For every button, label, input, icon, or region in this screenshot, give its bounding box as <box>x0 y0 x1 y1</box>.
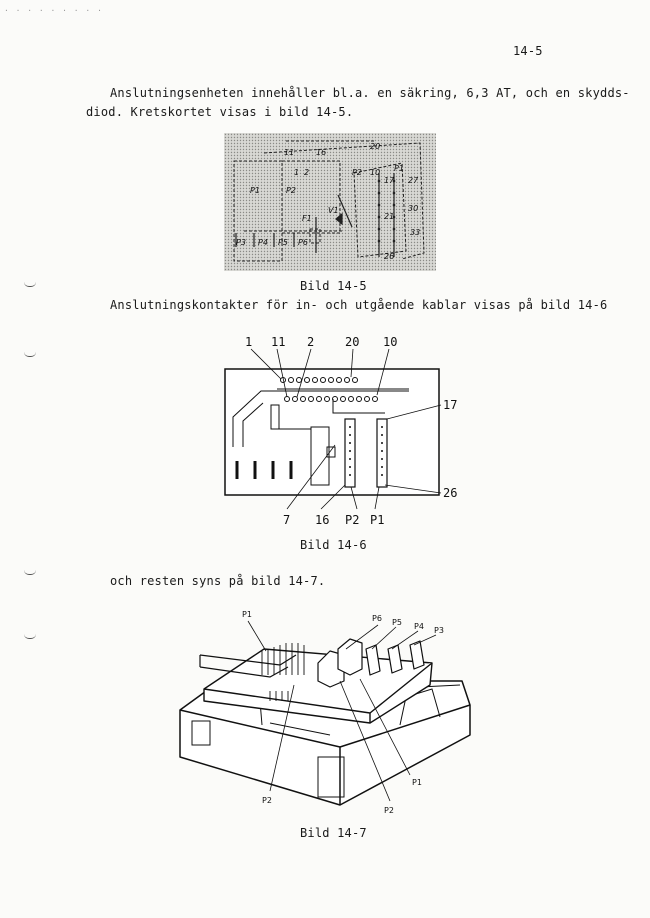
label-p2-left: P2 <box>262 796 272 805</box>
label-p3: P3 <box>434 626 444 635</box>
label-2: 2 <box>307 335 314 349</box>
label-p6: P6 <box>298 238 308 247</box>
label-p1-top: P1 <box>242 610 252 619</box>
label-p2-b: P2 <box>352 168 362 177</box>
label-v1: V1 <box>328 206 339 215</box>
label-n27: 27 <box>408 176 419 185</box>
page-number: 14-5 <box>513 44 543 58</box>
label-p3: P3 <box>236 238 246 247</box>
label-p2-bottom: P2 <box>384 806 394 815</box>
label-10: 10 <box>383 335 397 349</box>
label-n10: 10 <box>370 168 380 177</box>
label-n33: 33 <box>410 228 420 237</box>
label-p2: P2 <box>345 513 359 527</box>
label-17: 17 <box>443 398 457 412</box>
label-16: 16 <box>315 513 329 527</box>
label-p1: P1 <box>250 186 260 195</box>
figure-3-caption: Bild 14-7 <box>300 826 367 840</box>
binding-mark <box>24 634 36 639</box>
paragraph-1-line-1: Anslutningsenheten innehåller bl.a. en s… <box>110 86 630 100</box>
label-n2: 2 <box>304 168 309 177</box>
label-n1: 1 <box>294 168 299 177</box>
circuit-board-figure: P1 P2 P3 P4 P5 P6 F1 V1 P1 P2 1 2 11 16 … <box>224 133 436 271</box>
label-26: 26 <box>443 486 457 500</box>
paragraph-3: och resten syns på bild 14-7. <box>110 574 326 588</box>
label-p1: P1 <box>370 513 384 527</box>
paragraph-1-line-2: diod. Kretskortet visas i bild 14-5. <box>86 105 354 119</box>
paragraph-2: Anslutningskontakter för in- och utgåend… <box>110 298 608 312</box>
label-f1: F1 <box>302 214 312 223</box>
label-7: 7 <box>283 513 290 527</box>
label-p5: P5 <box>278 238 288 247</box>
binding-mark <box>24 282 36 287</box>
label-n26: 26 <box>384 252 394 261</box>
label-20: 20 <box>345 335 359 349</box>
label-p4: P4 <box>258 238 268 247</box>
connection-unit-drawing: P1 P6 P5 P4 P3 P1 P2 P2 <box>179 610 471 815</box>
label-p1-b: P1 <box>394 164 404 173</box>
label-n30: 30 <box>408 204 418 213</box>
label-p4: P4 <box>414 622 424 631</box>
label-n21: 21 <box>384 212 394 221</box>
scan-artifact: · · · · · · · · · <box>4 6 103 15</box>
label-11: 11 <box>271 335 285 349</box>
connector-diagram: 1 11 2 20 10 17 26 7 16 P2 P1 <box>224 335 457 527</box>
binding-mark <box>24 570 36 575</box>
label-p1-right: P1 <box>412 778 422 787</box>
label-n17: 17 <box>384 176 395 185</box>
label-n20: 20 <box>370 142 380 151</box>
figure-2-caption: Bild 14-6 <box>300 538 367 552</box>
label-n16: 16 <box>316 148 326 157</box>
label-p5: P5 <box>392 618 402 627</box>
figure-1-caption: Bild 14-5 <box>300 279 367 293</box>
label-p2: P2 <box>286 186 296 195</box>
binding-mark <box>24 352 36 357</box>
label-n11: 11 <box>284 148 294 157</box>
label-p6: P6 <box>372 614 382 623</box>
label-1: 1 <box>245 335 252 349</box>
